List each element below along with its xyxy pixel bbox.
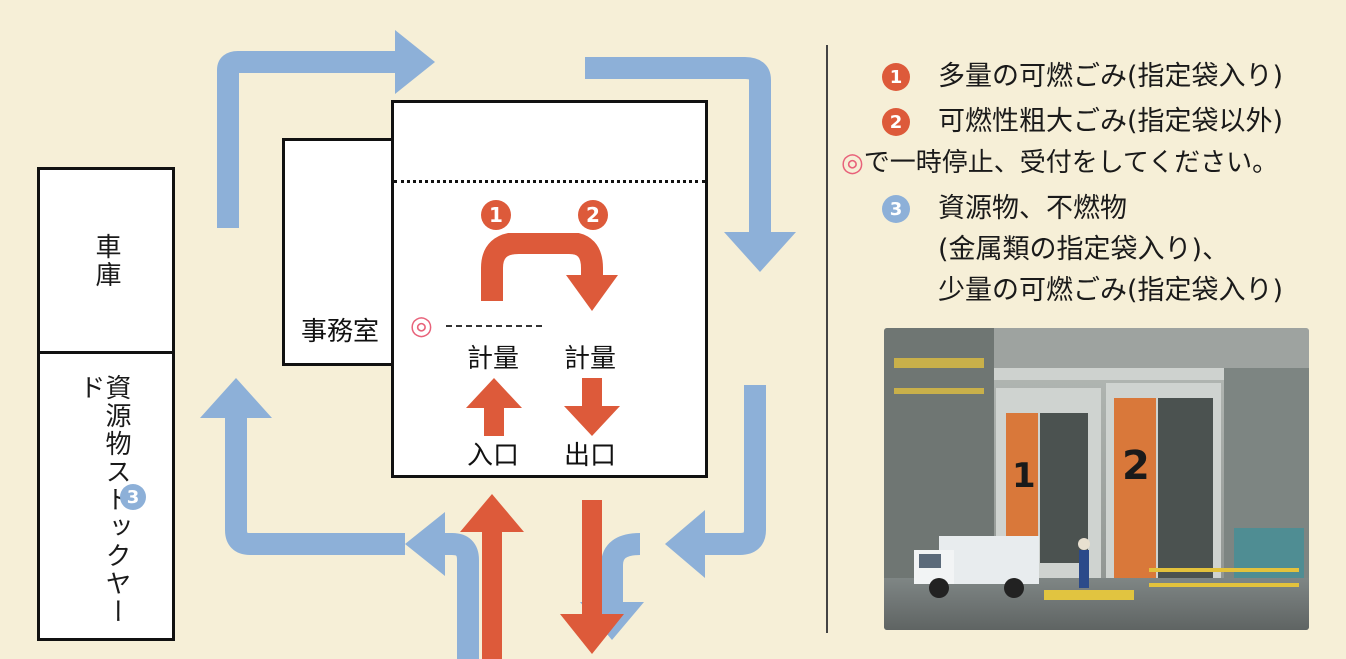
legend-item3-line2: (金属類の指定袋入り)、 <box>938 234 1230 265</box>
bay-one-label: 1 <box>1012 456 1036 496</box>
red-arrow-out-shaft <box>582 500 602 620</box>
marker-two-badge: 2 <box>578 200 608 230</box>
stop-line <box>446 325 542 327</box>
blue-arrow-right-lower <box>700 385 766 555</box>
exit-arrow-down <box>564 378 620 436</box>
stockyard-label: 資源物ストックヤード <box>75 374 131 626</box>
bay-two-door <box>1114 398 1156 578</box>
red-arrowhead-in <box>460 494 524 532</box>
blue-arrow-bottom-in <box>440 533 479 659</box>
stockyard-box: 資源物ストックヤード 3 <box>37 351 175 641</box>
blue-arrow-top-left <box>217 51 400 228</box>
notice-text: で一時停止、受付をしてください。 <box>863 148 1279 178</box>
legend-item3-line3: 少量の可燃ごみ(指定袋入り) <box>938 275 1284 306</box>
legend-item3-line1: 資源物、不燃物 <box>938 193 1127 224</box>
legend-item1-text: 多量の可燃ごみ(指定袋入り) <box>938 61 1284 92</box>
marker-one-badge: 1 <box>481 200 511 230</box>
red-arrow-in-shaft <box>482 530 502 659</box>
double-circle-mark: ◎ <box>410 311 433 341</box>
office-label: 事務室 <box>301 317 380 347</box>
stockyard-number-badge: 3 <box>120 484 146 510</box>
entrance-label: 入口 <box>467 441 520 471</box>
notice-double-circle: ◎ <box>841 148 864 178</box>
garage-label: 車庫 <box>91 232 121 289</box>
flow-diagram <box>200 30 796 659</box>
legend-item1-badge: 1 <box>882 63 910 91</box>
weigh-right-label: 計量 <box>564 344 617 374</box>
blue-arrow-top-right <box>585 57 771 235</box>
vertical-divider <box>826 45 828 633</box>
garage-box: 車庫 <box>37 167 175 354</box>
entry-arrow-up <box>466 378 522 436</box>
red-arrowhead-out <box>560 614 624 654</box>
facility-photo-illustration <box>884 328 1309 630</box>
bay-two-label: 2 <box>1122 443 1150 489</box>
office-box: 事務室 <box>282 138 394 366</box>
u-turn-arrow <box>481 233 618 311</box>
blue-arrow-bottom-out <box>601 533 641 605</box>
legend-item3-badge: 3 <box>882 195 910 223</box>
legend-notice: ◎で一時停止、受付をしてください。 <box>841 150 1278 176</box>
blue-arrow-left-return <box>225 415 405 555</box>
blue-arrowhead-bottom-in <box>405 512 445 576</box>
blue-arrowhead-left-return <box>200 378 272 418</box>
legend-item2-text: 可燃性粗大ごみ(指定袋以外) <box>938 106 1284 137</box>
blue-arrowhead-top-right <box>724 232 796 272</box>
weighing-building: 1 2 ◎ 計量 計量 入口 出口 <box>391 100 708 478</box>
exit-label: 出口 <box>564 441 617 471</box>
dotted-divider <box>394 180 705 183</box>
legend-item2-badge: 2 <box>882 108 910 136</box>
blue-arrowhead-right-lower <box>665 510 705 578</box>
facility-photo: 1 2 <box>884 328 1309 630</box>
weigh-left-label: 計量 <box>467 344 520 374</box>
blue-arrowhead-top-left <box>395 30 435 94</box>
